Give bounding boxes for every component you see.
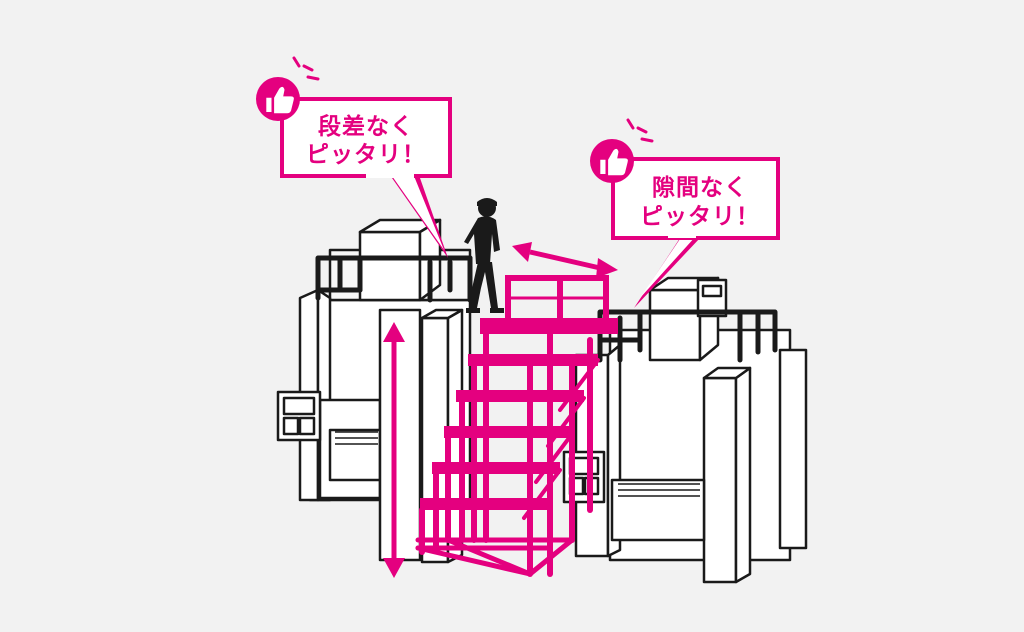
thumbs-up-icon: [256, 77, 300, 121]
callout-no-step-line2: ピッタリ！: [306, 142, 426, 168]
callout-no-step-line1: 段差なく: [318, 113, 414, 140]
thumbs-up-icon: [590, 139, 634, 183]
step-stairs: [415, 275, 618, 577]
sparkle-lines: [626, 118, 654, 143]
right-machine: [562, 276, 808, 584]
callout-no-gap-line2: ピッタリ！: [640, 204, 760, 230]
callout-no-gap-line1: 隙間なく: [652, 175, 748, 201]
callout-no-gap: 隙間なく ピッタリ！: [590, 118, 780, 308]
height-arrow: [383, 322, 405, 578]
left-machine: [276, 218, 473, 564]
worker-figure: [464, 198, 504, 313]
width-arrow: [512, 242, 618, 278]
sparkle-lines: [292, 56, 320, 81]
callout-no-step: 段差なく ピッタリ！: [256, 56, 452, 258]
